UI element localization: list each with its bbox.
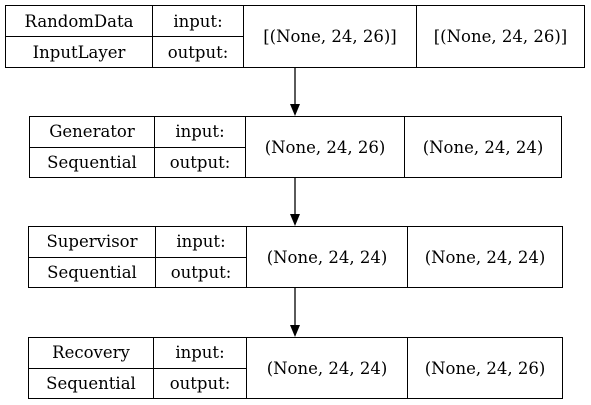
node-recovery: Recovery Sequential input: output: (None…	[28, 337, 563, 399]
layer-name: Recovery	[29, 338, 153, 369]
layer-name: Supervisor	[29, 227, 155, 258]
output-shape: (None, 24, 26)	[424, 358, 546, 378]
io-label-column: input: output:	[155, 117, 246, 177]
input-label: input:	[156, 227, 246, 258]
layer-name-column: Supervisor Sequential	[29, 227, 156, 287]
output-shape: (None, 24, 24)	[422, 137, 544, 157]
node-generator: Generator Sequential input: output: (Non…	[29, 116, 562, 178]
node-supervisor: Supervisor Sequential input: output: (No…	[28, 226, 563, 288]
arrowhead-icon	[290, 325, 300, 337]
arrowhead-icon	[290, 104, 300, 116]
node-randomdata: RandomData InputLayer input: output: [(N…	[5, 5, 585, 68]
layer-name-column: Generator Sequential	[30, 117, 155, 177]
output-label: output:	[169, 152, 231, 172]
output-label: output:	[167, 42, 229, 62]
edge-randomdata-to-generator	[290, 68, 300, 116]
input-shape: (None, 24, 24)	[247, 338, 408, 398]
input-label: input:	[153, 6, 243, 37]
layer-name: Generator	[30, 117, 154, 148]
io-label-column: input: output:	[154, 338, 247, 398]
edge-generator-to-supervisor	[290, 178, 300, 226]
input-shape: [(None, 24, 26)]	[244, 6, 417, 67]
layer-type: Sequential	[47, 152, 137, 172]
layer-name-column: RandomData InputLayer	[6, 6, 153, 67]
layer-name-column: Recovery Sequential	[29, 338, 154, 398]
input-label: input:	[155, 117, 245, 148]
io-label-column: input: output:	[156, 227, 247, 287]
layer-type: Sequential	[46, 373, 136, 393]
arrowhead-icon	[290, 214, 300, 226]
layer-type: InputLayer	[32, 42, 126, 62]
input-shape: (None, 24, 24)	[247, 227, 408, 287]
input-label: input:	[154, 338, 246, 369]
layer-name: RandomData	[6, 6, 152, 37]
output-shape: (None, 24, 24)	[424, 247, 546, 267]
layer-type: Sequential	[47, 262, 137, 282]
output-shape: [(None, 24, 26)]	[433, 27, 568, 46]
output-label: output:	[169, 373, 231, 393]
edge-supervisor-to-recovery	[290, 288, 300, 337]
io-label-column: input: output:	[153, 6, 244, 67]
input-shape: (None, 24, 26)	[246, 117, 405, 177]
output-label: output:	[170, 262, 232, 282]
